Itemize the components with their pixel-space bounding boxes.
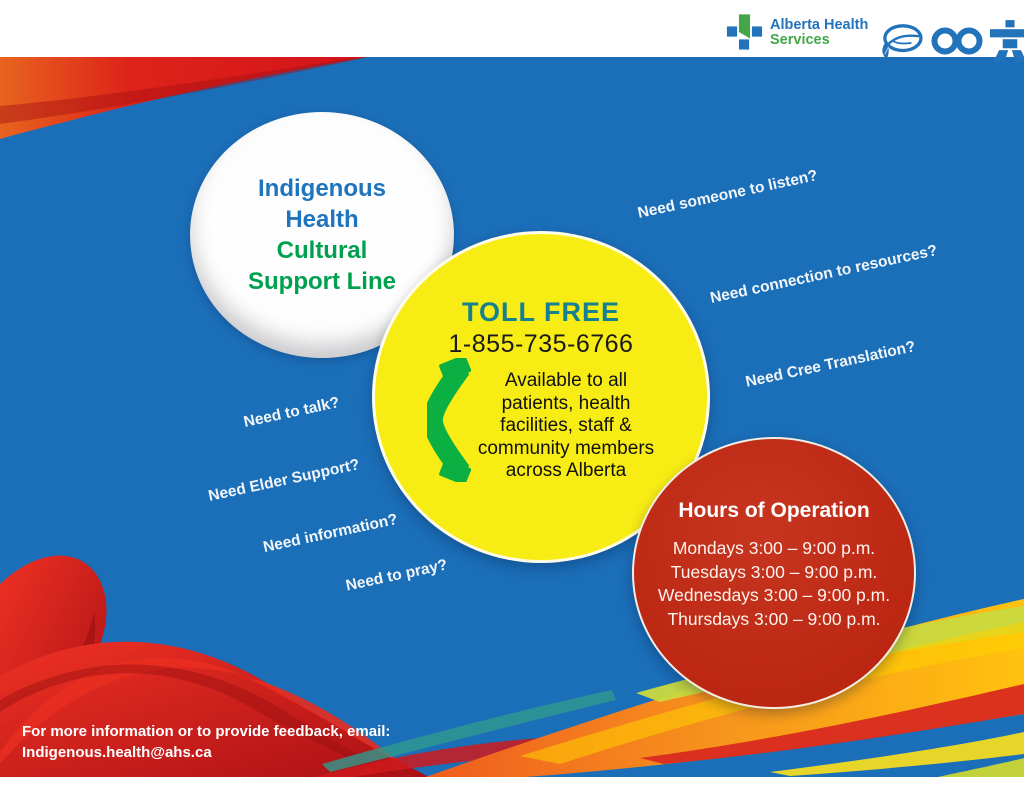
ahs-logo-line1: Alberta Health [770, 17, 869, 33]
ahs-logo-text: Alberta Health Services [770, 18, 868, 48]
title-circle: Indigenous Health Cultural Support Line [190, 112, 454, 358]
hours-wednesday: Wednesdays 3:00 – 9:00 p.m. [657, 585, 891, 605]
phone-handset-icon [427, 358, 471, 482]
title-line-1: Indigenous [258, 175, 386, 202]
indigenous-symbols [878, 20, 1024, 62]
title-line-2: Health [285, 206, 359, 233]
infinity-icon [931, 27, 983, 55]
ahs-logo-line2: Services [770, 32, 830, 48]
footer-line-1: For more information or to provide feedb… [22, 723, 391, 740]
hours-monday: Mondays 3:00 – 9:00 p.m. [672, 538, 876, 558]
hours-lines: Mondays 3:00 – 9:00 p.m. Tuesdays 3:00 –… [634, 537, 914, 631]
drum-feather-icon [882, 24, 923, 60]
phone-number: 1-855-735-6766 [448, 330, 634, 358]
ahs-logo-mark [726, 14, 763, 50]
inukshuk-icon [990, 20, 1024, 62]
ahs-logo: Alberta Health Services [726, 13, 868, 51]
footer-contact: For more information or to provide feedb… [22, 721, 390, 763]
title-line-4: Support Line [248, 268, 396, 295]
title-line-3: Cultural [276, 237, 368, 264]
hours-title: Hours of Operation [678, 499, 870, 522]
hours-circle: Hours of Operation Mondays 3:00 – 9:00 p… [632, 437, 916, 709]
hours-thursday: Thursdays 3:00 – 9:00 p.m. [667, 608, 881, 629]
tollfree-circle: TOLL FREE 1-855-735-6766 Available to al… [372, 231, 710, 563]
hours-tuesday: Tuesdays 3:00 – 9:00 p.m. [670, 561, 878, 582]
availability-text: Available to all patients, health facili… [477, 370, 655, 481]
footer-email: Indigenous.health@ahs.ca [22, 744, 212, 761]
toll-free-label: TOLL FREE [461, 297, 620, 327]
header-band: Alberta Health Services [0, 0, 1024, 62]
